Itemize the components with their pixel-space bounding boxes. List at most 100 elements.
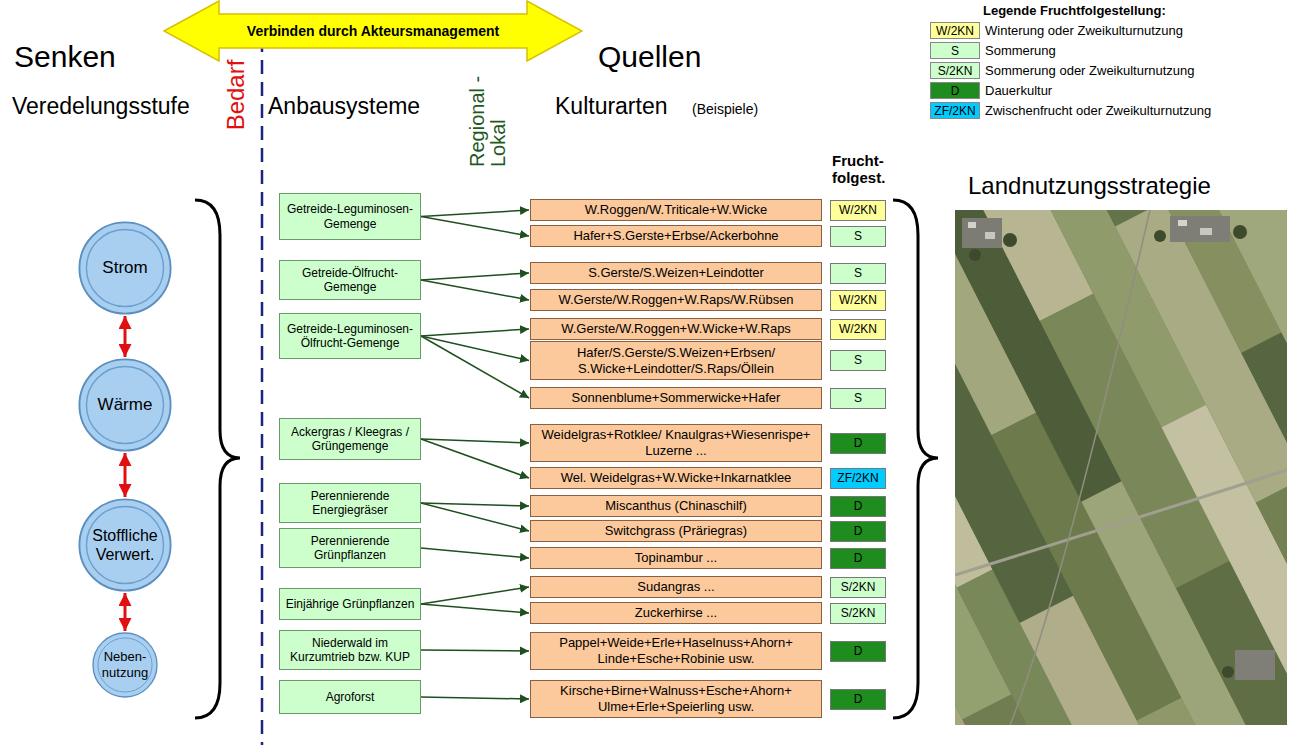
rotation-tag: D [830,521,886,542]
node-text: S [854,229,862,243]
node-text: D [854,499,863,513]
node-text: W/2KN [839,203,877,217]
flow-arrow [421,439,529,443]
node-text: Sonnenblume+Sommerwicke+Hafer [572,390,781,406]
node-text: W/2KN [839,322,877,336]
node-text: Hafer/S.Gerste/S.Weizen+Erbsen/ S.Wicke+… [535,345,817,376]
rotation-tag: D [830,433,886,454]
legend-swatch: W/2KN [930,22,980,39]
node-text: S.Gerste/S.Weizen+Leindotter [588,265,764,281]
rotation-tag: D [830,641,886,662]
cropping-system-box: Getreide-Ölfrucht- Gemenge [279,260,421,300]
flow-arrow [421,587,529,604]
legend-code: D [951,84,960,98]
rotation-tag: W/2KN [830,290,886,311]
node-text: W.Gerste/W.Roggen+W.Wicke+W.Raps [561,321,791,337]
flow-arrow [421,280,529,300]
node-text: S [854,391,862,405]
legend-code: ZF/2KN [934,104,975,118]
crop-box: Hafer/S.Gerste/S.Weizen+Erbsen/ S.Wicke+… [530,341,822,380]
circle-shape [78,498,172,592]
node-text: Verbinden durch Akteursmanagement [247,23,499,40]
heading-label: Quellen [598,40,701,75]
cropping-system-box: Perennierende Energiegräser [279,483,421,523]
heading-label: Anbausysteme [268,93,420,119]
rotation-tag: S [830,388,886,409]
cropping-system-box: Agroforst [279,680,421,714]
legend-row: ZF/2KN Zwischenfrucht oder Zweikulturnutz… [930,102,1211,119]
rotation-tag: S [830,350,886,371]
flow-arrow [421,650,529,651]
demand-circle: Wärme [78,358,172,452]
flow-arrow [421,217,529,237]
node-text: Getreide-Ölfrucht- Gemenge [283,266,417,295]
legend-text: Sommerung oder Zweikulturnutzung [985,63,1195,78]
node-text: Ackergras / Kleegras / Grüngemenge [283,425,417,454]
node-text: Einjährige Grünpflanzen [286,597,415,611]
node-text: D [854,692,863,706]
circle-inner-ring [86,366,163,443]
demand-circle: Strom [78,221,172,315]
flow-arrow [421,336,529,398]
node-text: S [854,353,862,367]
double-arrow [124,453,127,497]
crop-box: S.Gerste/S.Weizen+Leindotter [530,262,822,284]
crop-box: Wel. Weidelgras+W.Wicke+Inkarnatklee [530,467,822,489]
legend-row: S/2KN Sommerung oder Zweikulturnutzung [930,62,1195,79]
circle-outline [79,359,170,450]
node-text: Wärme [98,395,153,415]
demand-circle: Stoffliche Verwert. [78,498,172,592]
crop-box: W.Roggen/W.Triticale+W.Wicke [530,199,822,221]
heading-label: Legende Fruchtfolgestellung: [983,4,1166,19]
node-text: Getreide-Leguminosen- Ölfrucht-Gemenge [283,322,417,351]
heading-label: Landnutzungsstrategie [968,172,1211,200]
heading-label: Bedarf [223,60,248,131]
crop-box: Zuckerhirse ... [530,602,822,624]
brace [893,200,938,718]
rotation-tag: S/2KN [830,577,886,598]
rotation-tag: D [830,689,886,710]
legend-text: Sommerung [985,43,1056,58]
legend-text: Zwischenfrucht oder Zweikulturnutzung [985,103,1211,118]
node-text: Stoffliche Verwert. [85,526,165,564]
node-text: Zuckerhirse ... [635,605,717,621]
legend-swatch: S/2KN [930,62,980,79]
circle-outline [79,499,170,590]
rotation-tag: S/2KN [830,603,886,624]
rotation-tag: S [830,263,886,284]
flow-arrow [421,604,529,613]
legend-row: S Sommerung [930,42,1056,59]
flow-arrow [421,329,529,336]
node-text: D [854,551,863,565]
cropping-system-box: Getreide-Leguminosen- Ölfrucht-Gemenge [279,313,421,359]
node-text: Wel. Weidelgras+W.Wicke+Inkarnatklee [561,470,792,486]
cropping-system-box: Niederwald im Kurzumtrieb bzw. KUP [279,630,421,670]
cropping-system-box: Getreide-Leguminosen- Gemenge [279,193,421,240]
node-text: Strom [102,258,147,278]
rotation-tag: D [830,548,886,569]
node-text: S/2KN [841,606,876,620]
cropping-system-box: Perennierende Grünpflanzen [279,528,421,568]
legend-swatch: S [930,42,980,59]
demand-circle: Neben- nutzung [92,632,158,698]
node-text: S [854,266,862,280]
node-text: Weidelgras+Rotklee/ Knaulgras+Wiesenrisp… [535,427,817,458]
heading-label: Regional - Lokal [467,57,509,167]
crop-box: Kirsche+Birne+Walnuss+Esche+Ahorn+ Ulme+… [530,680,822,718]
heading-label: Kulturarten [555,93,668,119]
crop-box: W.Gerste/W.Roggen+W.Raps/W.Rübsen [530,289,822,311]
node-text: Perennierende Energiegräser [283,489,417,518]
node-text: D [854,644,863,658]
legend-swatch: ZF/2KN [930,102,980,119]
flow-arrow [421,503,529,506]
node-text: D [854,524,863,538]
flow-arrow [421,503,529,531]
flow-arrow [421,439,529,478]
heading-label: Frucht- folgest. [832,152,894,187]
divider-line [261,38,264,745]
double-arrow [124,593,127,631]
node-text: ZF/2KN [837,471,878,485]
brace [195,200,240,718]
arrow-outline [164,1,582,61]
